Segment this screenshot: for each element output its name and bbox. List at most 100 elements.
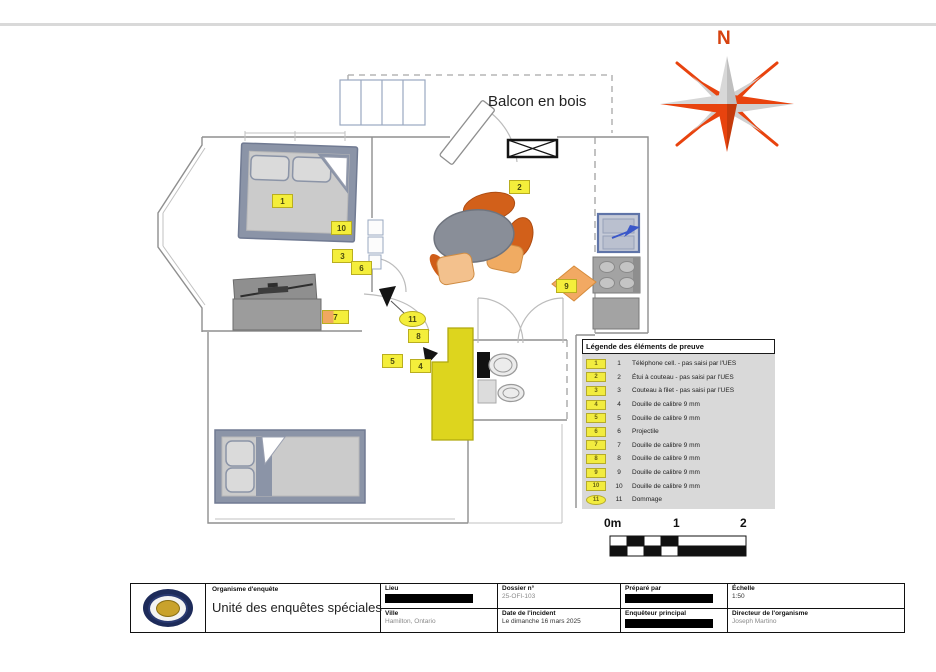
legend-tag: 2 [586, 372, 606, 383]
compass-north-label: N [717, 28, 731, 49]
org-label: Organisme d'enquête [212, 586, 279, 593]
dining-set [429, 191, 534, 286]
preparer-cell: Préparé par Enquêteur principal [621, 584, 728, 632]
closet-shelves [367, 219, 384, 270]
legend-row: 8 8 Douille de calibre 9 mm [582, 452, 775, 466]
siu-logo-ring [148, 593, 188, 623]
prepared-row: Préparé par [621, 584, 727, 609]
legend-desc: Douille de calibre 9 mm [632, 401, 700, 409]
kitchen-sink [596, 212, 641, 254]
legend-desc: Douille de calibre 9 mm [632, 455, 700, 463]
org-cell: Organisme d'enquête Unité des enquêtes s… [206, 584, 382, 632]
redaction-bar [625, 618, 713, 628]
evidence-marker-10: 10 [331, 221, 352, 235]
legend-row: 3 3 Couteau à filet - pas saisi par l'UES [582, 384, 775, 398]
window-panes [339, 79, 426, 126]
kitchen-counter [431, 327, 474, 441]
balcony-label: Balcon en bois [488, 93, 587, 110]
redaction-bar [385, 594, 473, 603]
walls-inner-lines [162, 131, 563, 524]
legend-desc: Dommage [632, 496, 662, 504]
legend-number: 5 [617, 414, 621, 422]
case-cell: Dossier n° 25-OFI-103 Date de l'incident… [498, 584, 621, 632]
redaction-bar [625, 594, 713, 603]
lieu-row: Lieu [381, 584, 497, 609]
dossier-label: Dossier n° [502, 585, 535, 592]
echelle-label: Échelle [732, 585, 755, 592]
legend-number: 10 [615, 482, 623, 490]
bathroom-sink [477, 379, 525, 404]
hatched-window [506, 138, 559, 159]
ville-row: Ville Hamilton, Ontario [381, 609, 497, 633]
director-value: Joseph Martino [732, 617, 777, 625]
legend-desc: Douille de calibre 9 mm [632, 414, 700, 422]
legend-tag: 10 [586, 481, 606, 492]
legend-desc: Douille de calibre 9 mm [632, 482, 700, 490]
legend-number: 3 [617, 387, 621, 395]
legend-tag: 7 [586, 440, 606, 451]
evidence-marker-1: 1 [272, 194, 293, 208]
scale-bar [609, 535, 747, 557]
bed-1 [237, 142, 359, 243]
echelle-value: 1:50 [732, 593, 745, 600]
date-row: Date de l'incident Le dimanche 16 mars 2… [498, 609, 620, 633]
legend-row: 2 2 Étui à couteau - pas saisi par l'UES [582, 371, 775, 385]
legend-number: 2 [617, 373, 621, 381]
investigator-label: Enquêteur principal [625, 609, 687, 617]
legend-tag: 9 [586, 467, 606, 478]
ville-value: Hamilton, Ontario [385, 617, 436, 625]
legend-tag: 8 [586, 453, 606, 464]
evidence-marker-11: 11 [399, 311, 426, 327]
evidence-marker-8: 8 [408, 329, 429, 343]
legend-number: 8 [617, 455, 621, 463]
legend-tag: 5 [586, 413, 606, 424]
evidence-marker-4: 4 [410, 359, 431, 373]
legend-tag: 4 [586, 399, 606, 410]
legend-row: 5 5 Douille de calibre 9 mm [582, 411, 775, 425]
director-label: Directeur de l'organisme [732, 609, 808, 617]
toilet [477, 352, 518, 378]
scale-director-cell: Échelle 1:50 Directeur de l'organisme Jo… [728, 584, 904, 632]
date-value: Le dimanche 16 mars 2025 [502, 617, 581, 625]
legend-number: 6 [617, 428, 621, 436]
siu-logo-cell [131, 584, 206, 632]
legend-row: 10 10 Douille de calibre 9 mm [582, 479, 775, 493]
legend-number: 9 [617, 469, 621, 477]
evidence-marker-3: 3 [332, 249, 353, 263]
scale-label-0m: 0m [604, 516, 622, 530]
faucet-arrow [611, 225, 640, 239]
legend-desc: Couteau à filet - pas saisi par l'UES [632, 387, 735, 395]
ville-label: Ville [385, 609, 399, 617]
bed-2 [214, 429, 366, 504]
legend-desc: Étui à couteau - pas saisi par l'UES [632, 373, 734, 381]
fridge [592, 297, 640, 330]
scale-label-1: 1 [673, 516, 680, 530]
legend-desc: Douille de calibre 9 mm [632, 441, 700, 449]
legend-number: 11 [615, 496, 623, 504]
echelle-row: Échelle 1:50 [728, 584, 904, 609]
evidence-marker-9: 9 [556, 279, 577, 293]
legend-desc: Projectile [632, 428, 659, 436]
legend-number: 1 [617, 360, 621, 368]
dossier-value: 25-OFI-103 [502, 593, 536, 600]
dresser [232, 273, 322, 331]
siu-logo-crest [156, 599, 180, 617]
legend-tag: 1 [586, 358, 606, 369]
legend-tag: 6 [586, 426, 606, 437]
evidence-marker-5: 5 [382, 354, 403, 368]
evidence-marker-7: 7 [322, 310, 349, 324]
dining-table [433, 209, 515, 263]
scale-label-2: 2 [740, 516, 747, 530]
director-row: Directeur de l'organisme Joseph Martino [728, 609, 904, 633]
legend-tag: 3 [586, 385, 606, 396]
dossier-row: Dossier n° 25-OFI-103 [498, 584, 620, 609]
